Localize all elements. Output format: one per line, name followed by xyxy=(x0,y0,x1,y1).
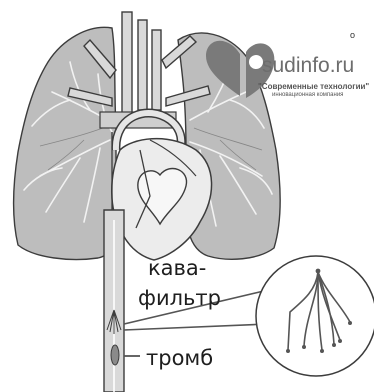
watermark-subtitle-2: инновационная компания xyxy=(272,92,343,98)
thrombus-label: тромб xyxy=(146,346,213,370)
cava-label-line-1: кава- xyxy=(148,256,206,280)
cava-label-line-2: фильтр xyxy=(138,286,221,310)
thrombus xyxy=(111,345,119,365)
watermark-subtitle: "Современные технологии" xyxy=(258,82,369,91)
filter-leader-line-2 xyxy=(124,324,268,330)
watermark-corner-mark: o xyxy=(350,30,355,40)
watermark-domain: sudinfo.ru xyxy=(262,55,354,77)
magnifier-circle xyxy=(256,256,374,376)
